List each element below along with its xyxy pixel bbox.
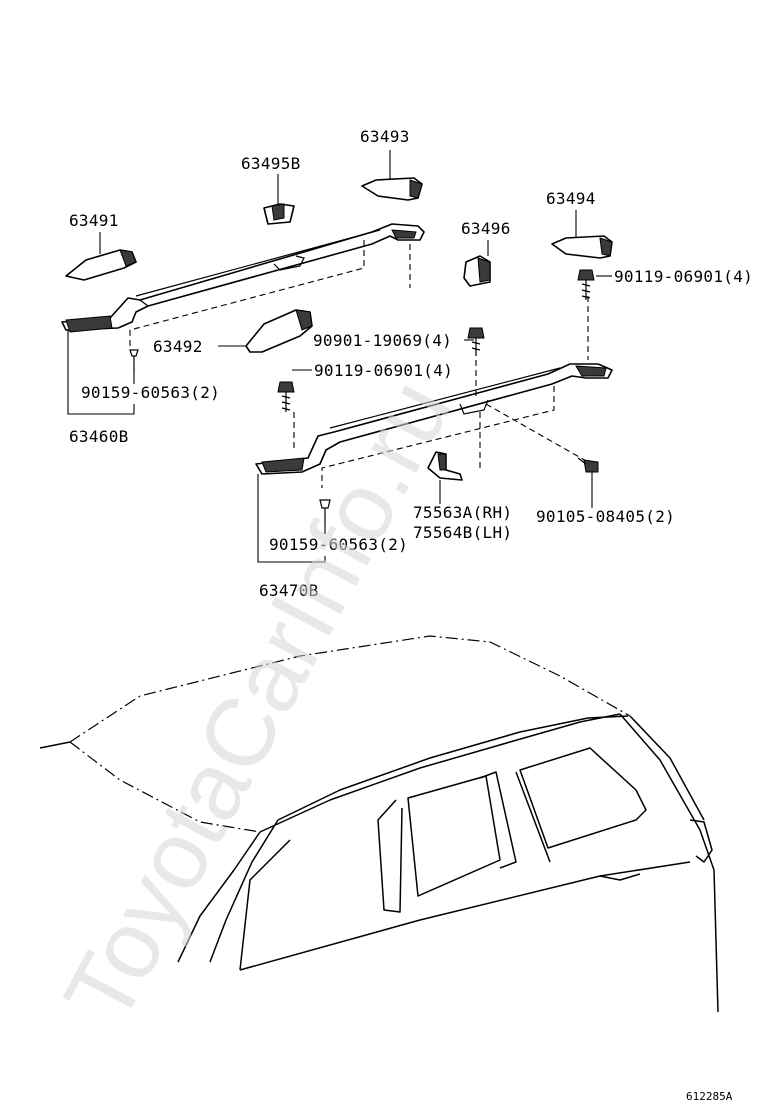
label-90119-06901-upper: 90119-06901(4) — [614, 267, 753, 286]
part-63494-cover — [551, 235, 613, 259]
bolt-90119-mid — [277, 381, 295, 412]
upper-rail-alignment-line — [129, 240, 365, 348]
diagram-code: 612285A — [686, 1090, 733, 1103]
part-63492-cover — [245, 309, 313, 353]
vehicle-roof-outline — [39, 635, 719, 1013]
label-90119-06901-mid: 90119-06901(4) — [314, 361, 453, 380]
bracket-63460b — [67, 330, 135, 415]
part-63496-piece — [463, 255, 491, 287]
label-63470b: 63470B — [259, 581, 319, 600]
label-90159-60563-left: 90159-60563(2) — [81, 383, 220, 402]
label-75563a-rh: 75563A(RH) — [413, 503, 512, 522]
part-63491-cover — [65, 249, 137, 281]
bolt-90901 — [467, 327, 485, 356]
label-63491: 63491 — [69, 211, 119, 230]
part-63495b-clip — [263, 203, 295, 225]
label-63492: 63492 — [153, 337, 203, 356]
lower-rail-alignment-line — [321, 386, 555, 488]
label-63496: 63496 — [461, 219, 511, 238]
label-63460b: 63460B — [69, 427, 129, 446]
screw-90105 — [577, 457, 599, 473]
label-63494: 63494 — [546, 189, 596, 208]
bracket-63470b — [257, 474, 326, 563]
screw-90159-lower — [319, 499, 331, 526]
label-75564b-lh: 75564B(LH) — [413, 523, 512, 542]
bracket-75563a — [427, 451, 463, 481]
part-63493-cover — [361, 177, 423, 201]
upper-roof-rail — [61, 223, 425, 333]
bolt-90119-upper — [577, 269, 595, 300]
screw-alignment-line — [485, 403, 589, 463]
label-90105-08405: 90105-08405(2) — [536, 507, 675, 526]
label-63495b: 63495B — [241, 154, 301, 173]
label-90159-60563-right: 90159-60563(2) — [269, 535, 408, 554]
lower-roof-rail — [255, 363, 613, 475]
label-63493: 63493 — [360, 127, 410, 146]
screw-90159-upper — [129, 349, 139, 372]
label-90901-19069: 90901-19069(4) — [313, 331, 452, 350]
